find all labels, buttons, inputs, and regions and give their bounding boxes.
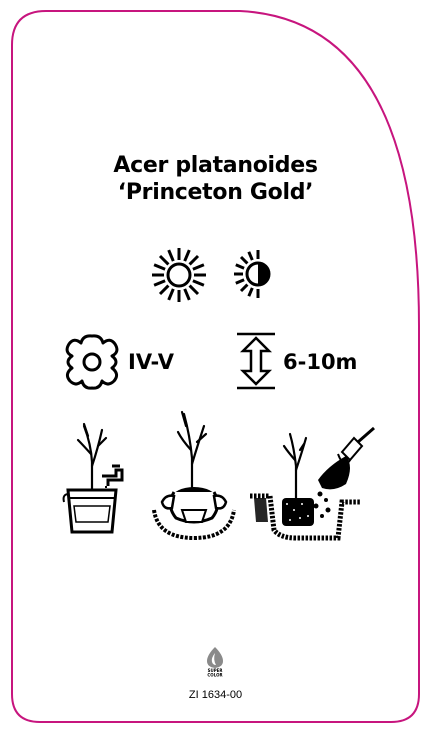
label-code: ZI 1634-00 [188,689,243,701]
flower-icon [65,334,119,390]
height-arrow-icon [237,332,275,390]
brand-line2: COLOR [207,673,222,678]
full-sun-icon [152,248,206,302]
plant-name-line1: Acer platanoides [113,153,318,178]
brand-line1: SUPER [208,668,223,673]
remove-pot-icon [152,410,236,541]
height-value: 6-10m [283,350,358,374]
flowering-months: IV-V [128,350,174,374]
plant-name-line2: ‘Princeton Gold’ [117,180,314,205]
supercolor-logo: SUPER COLOR [207,647,223,678]
half-shade-icon [234,250,271,298]
plant-in-hole-icon [250,426,375,541]
water-bucket-icon [62,422,124,534]
